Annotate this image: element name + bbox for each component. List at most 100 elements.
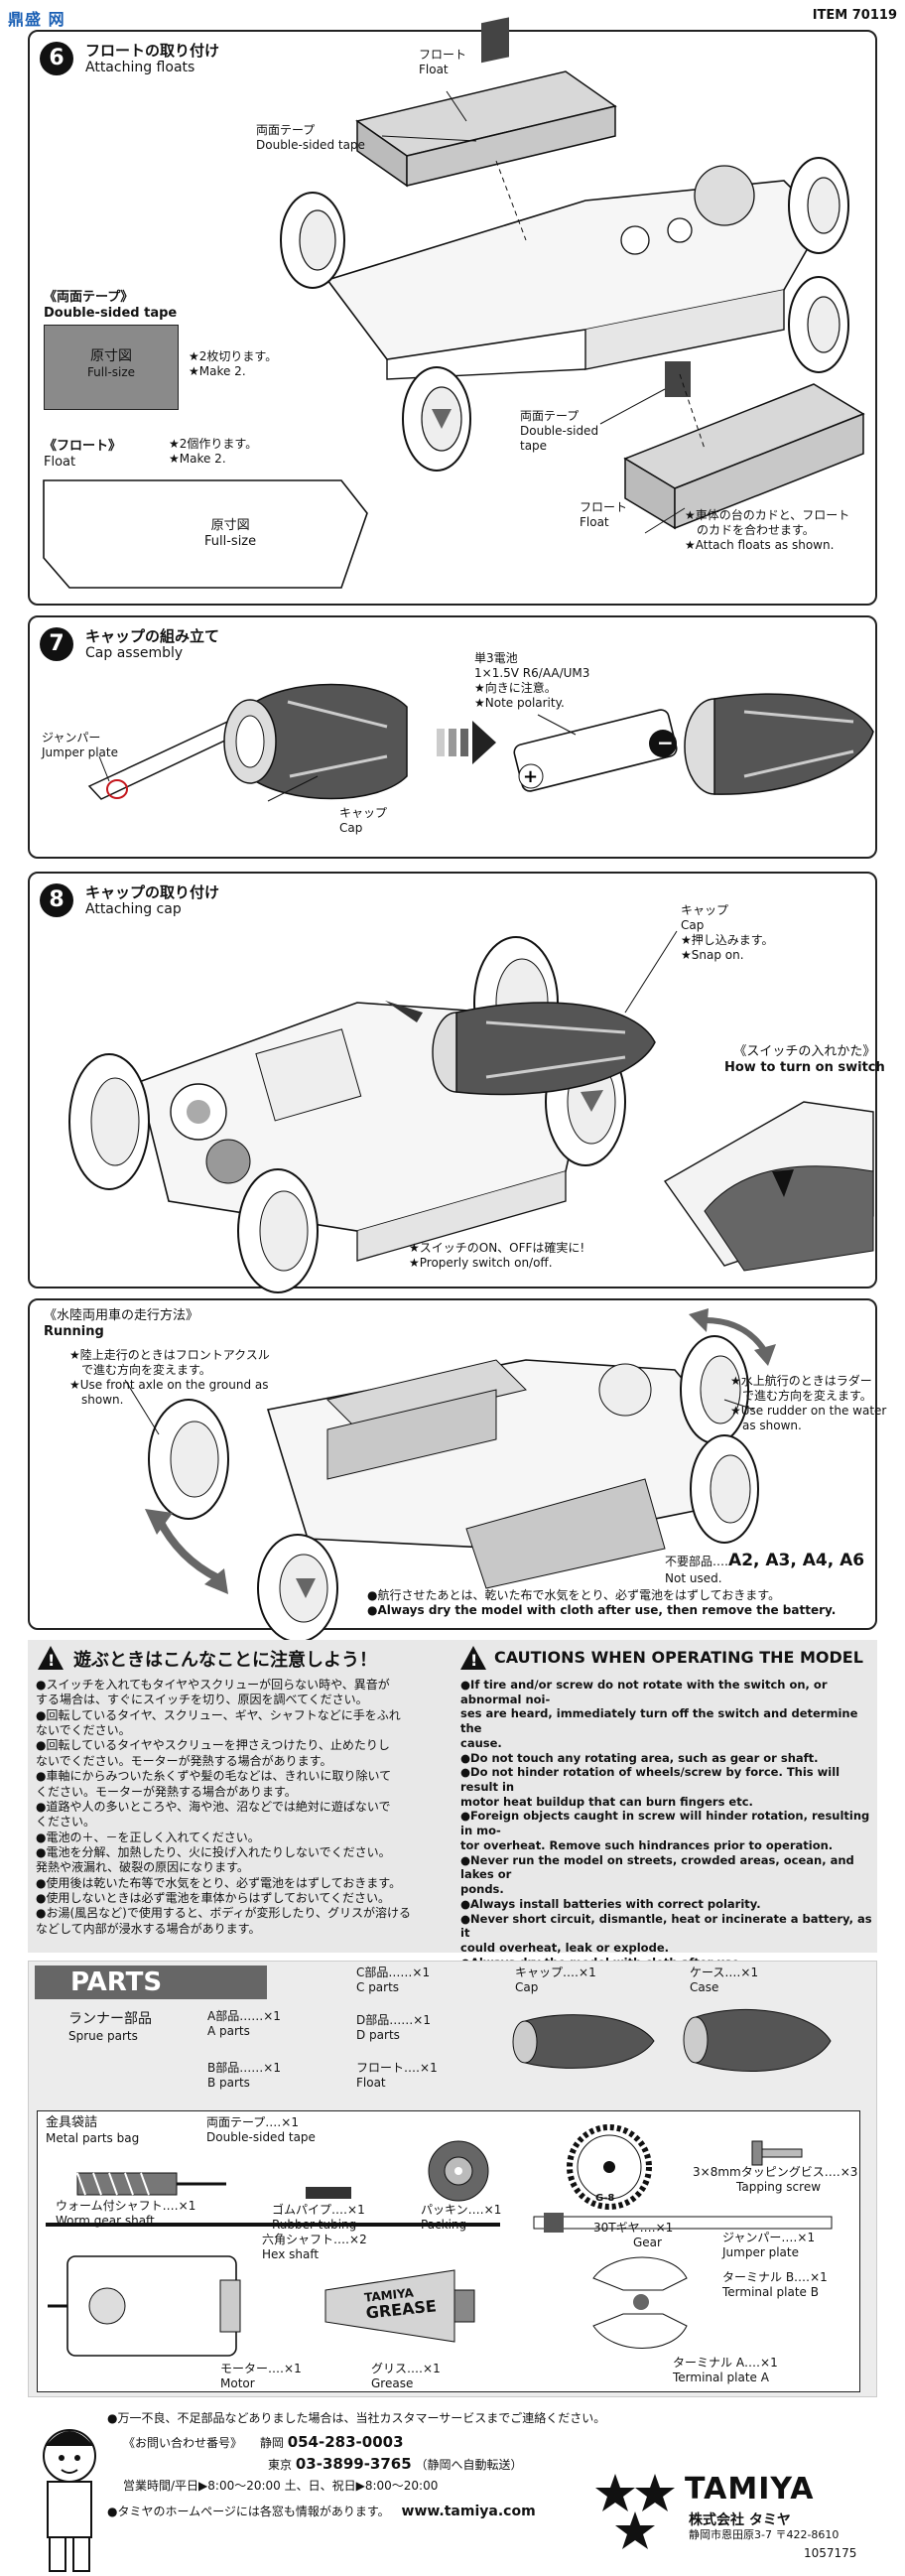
website-line: ●タミヤのホームページには各窓も情報があります。 www.tamiya.com <box>107 2504 536 2519</box>
metal-parts-illustration <box>46 2124 833 2357</box>
caution-line: ponds. <box>460 1882 504 1897</box>
caution-line: ●Never run the model on streets, crowded… <box>460 1852 854 1882</box>
step-number: 8 <box>40 883 73 917</box>
svg-text:−: − <box>657 731 674 754</box>
case-part-shape <box>683 2008 832 2072</box>
running-panel: 《水陸両用車の走行方法》Running ★陸 <box>28 1298 886 1643</box>
wheel-upper-left <box>148 1399 229 1520</box>
step-6-illustration <box>43 17 865 589</box>
brand-name-jp: 株式会社 タミヤ <box>689 2512 791 2528</box>
caution-title-en: CAUTIONS WHEN OPERATING THE MODEL <box>494 1648 863 1667</box>
caution-line: する場合は、すぐにスイッチを切り、原因を調べてください。 <box>36 1693 368 1707</box>
caution-line: tor overheat. Remove such hindrances pri… <box>460 1837 834 1852</box>
running-title: 《水陸両用車の走行方法》Running <box>44 1308 199 1340</box>
caution-list-jp: ●スイッチを入れてもタイヤやスクリューが回らない時や、異音がする場合は、すぐにス… <box>36 1678 456 1937</box>
parts-illustration <box>512 2008 832 2072</box>
step-title-en: Cap assembly <box>85 645 184 661</box>
caution-line: ないでください。モーターが発熱する場合があります。 <box>36 1753 332 1768</box>
caution-line: motor heat buildup that can burn fingers… <box>460 1794 753 1809</box>
contact-block: 《お問い合わせ番号》 静岡 054-283-0003 <box>123 2433 404 2451</box>
step-8-panel: 8 キャップの取り付け Attaching cap <box>28 872 885 1293</box>
caution-line: ください。 <box>36 1815 96 1830</box>
rubber-tubing-shape <box>306 2187 351 2199</box>
company-address: 静岡市恩田原3-7 〒422-8610 <box>689 2528 840 2541</box>
step-7-panel: 7 キャップの組み立て Cap assembly + − <box>28 615 877 859</box>
wheel-left <box>68 1053 150 1190</box>
site-logo: 鼎盛 网 <box>8 6 97 29</box>
caution-line: ●電池を分解、加熱したり、火に投げ入れたりしないでください。 <box>36 1844 391 1859</box>
brand-name: TAMIYA <box>685 2472 815 2507</box>
caution-line: ses are heard, immediately turn off the … <box>460 1706 858 1736</box>
caution-line: ●Always install batteries with correct p… <box>460 1896 761 1911</box>
float-box-label: 《フロート》Float <box>44 439 122 471</box>
step-title-jp: キャップの取り付け <box>85 883 220 901</box>
cap-mounted <box>432 1002 656 1096</box>
insert-arrow <box>437 721 496 764</box>
svg-text:+: + <box>523 766 538 787</box>
front-axle-note: ★陸上走行のときはフロントアクスルで進む方向を変えます。★Use front a… <box>69 1348 270 1407</box>
caution-line: ないでください。 <box>36 1723 131 1738</box>
caution-line: ●スイッチを入れてもタイヤやスクリューが回らない時や、異音が <box>36 1678 390 1692</box>
worm-gear-shaft-shape <box>76 2172 226 2196</box>
jumper-plate-shape <box>533 2213 833 2233</box>
warning-icon <box>38 1646 64 1670</box>
defect-notice: ●万一不良、不足部品などありました場合は、当社カスタマーサービスまでご連絡くださ… <box>107 2411 606 2425</box>
caution-line: ●If tire and/or screw do not rotate with… <box>460 1678 828 1706</box>
caution-title-jp: 遊ぶときはこんなことに注意しよう！ <box>73 1650 377 1671</box>
tapping-screw-shape <box>751 2140 803 2166</box>
step-7-illustration: + − <box>87 683 874 802</box>
gear-shape <box>567 2124 652 2210</box>
motor-shape <box>48 2255 241 2357</box>
cap-right <box>684 693 874 795</box>
battery: + − <box>513 709 678 792</box>
caution-line: ●使用後は乾いた布等で水気をとり、必ず電池をはずしておきます。 <box>36 1875 402 1890</box>
terminal-plate-shape <box>592 2256 688 2349</box>
switch-onoff-note: ★スイッチのON、OFFは確実に!★Properly switch on/off… <box>409 1241 585 1270</box>
step-6-panel: 6 フロートの取り付け Attaching floats <box>28 17 877 606</box>
tape-box-label: 《両面テープ》Double-sided tape <box>44 290 178 322</box>
caution-line: 発熱や液漏れ、破裂の原因になります。 <box>36 1860 249 1875</box>
step-number: 6 <box>40 42 73 75</box>
step-8-illustration <box>68 930 874 1293</box>
caution-line: ●回転しているタイヤ、スクリュー、ギヤ、シャフトなどに手をふれ <box>36 1707 401 1722</box>
footer: ●万一不良、不足部品などありました場合は、当社カスタマーサービスまでご連絡くださ… <box>0 2402 905 2576</box>
caution-line: ●お湯(風呂など)で使用すると、ボディが変形したり、グリスが溶ける <box>36 1906 412 1921</box>
gear-mark: G-8 <box>595 2193 615 2204</box>
rudder-note: ★水上航行のときはラダーで進む方向を変えます。★Use rudder on th… <box>730 1374 887 1432</box>
caution-line: cause. <box>460 1735 502 1750</box>
wheel-upper-right <box>680 1335 749 1444</box>
tape-make-note: ★2枚切ります。★Make 2. <box>189 349 278 378</box>
caution-line: ●Do not hinder rotation of wheels/screw … <box>460 1765 840 1795</box>
caution-line: などして内部が浸水する場合があります。 <box>36 1921 261 1936</box>
parts-title: PARTS <box>35 1966 267 1999</box>
dry-after-use-note: ●航行させたあとは、乾いた布で水気をとり、必ず電池をはずしておきます。●Alwa… <box>367 1588 837 1617</box>
cap-left <box>223 683 408 800</box>
step-title-en: Attaching cap <box>85 901 182 917</box>
switch-howto-label: 《スイッチの入れかた》How to turn on switch <box>724 1044 885 1076</box>
